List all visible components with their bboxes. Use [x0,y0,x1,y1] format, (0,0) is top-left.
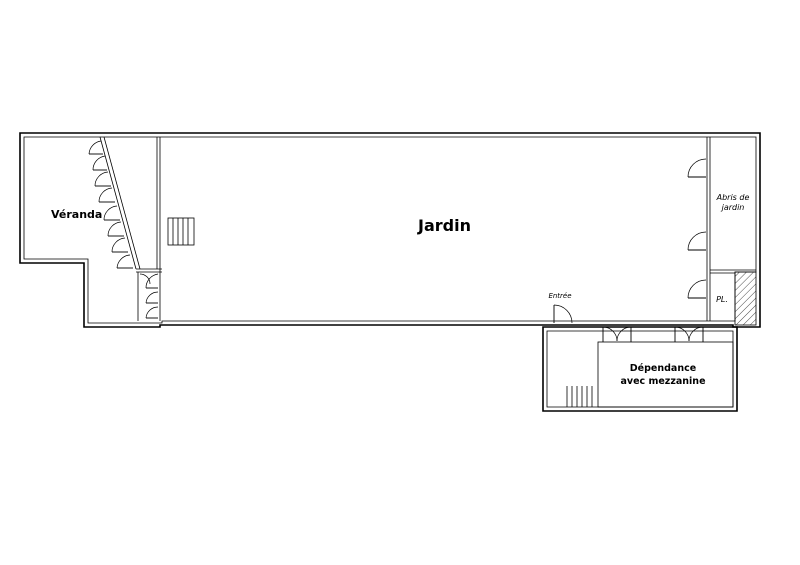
stairs-jardin [167,217,195,246]
abris-partition [687,137,756,321]
hatched-column [734,271,757,326]
room-label-abris-line1: Abris de [716,193,750,202]
room-label-dependance-line2: avec mezzanine [620,376,705,387]
outer-walls [19,132,761,328]
room-label-placard: PL. [716,295,728,304]
room-label-veranda: Véranda [51,208,102,221]
dependance-doors [602,326,704,342]
corridor-doors [137,272,159,321]
stairs-dependance [566,386,593,407]
veranda-partition [99,136,162,321]
room-label-dependance-line1: Dépendance [630,363,696,374]
veranda-doors [88,140,133,269]
dependance-walls [542,326,738,412]
entree-door [553,304,573,324]
room-label-jardin: Jardin [417,216,471,235]
room-label-abris-line2: jardin [721,203,745,212]
room-label-entree: Entrée [548,292,571,300]
